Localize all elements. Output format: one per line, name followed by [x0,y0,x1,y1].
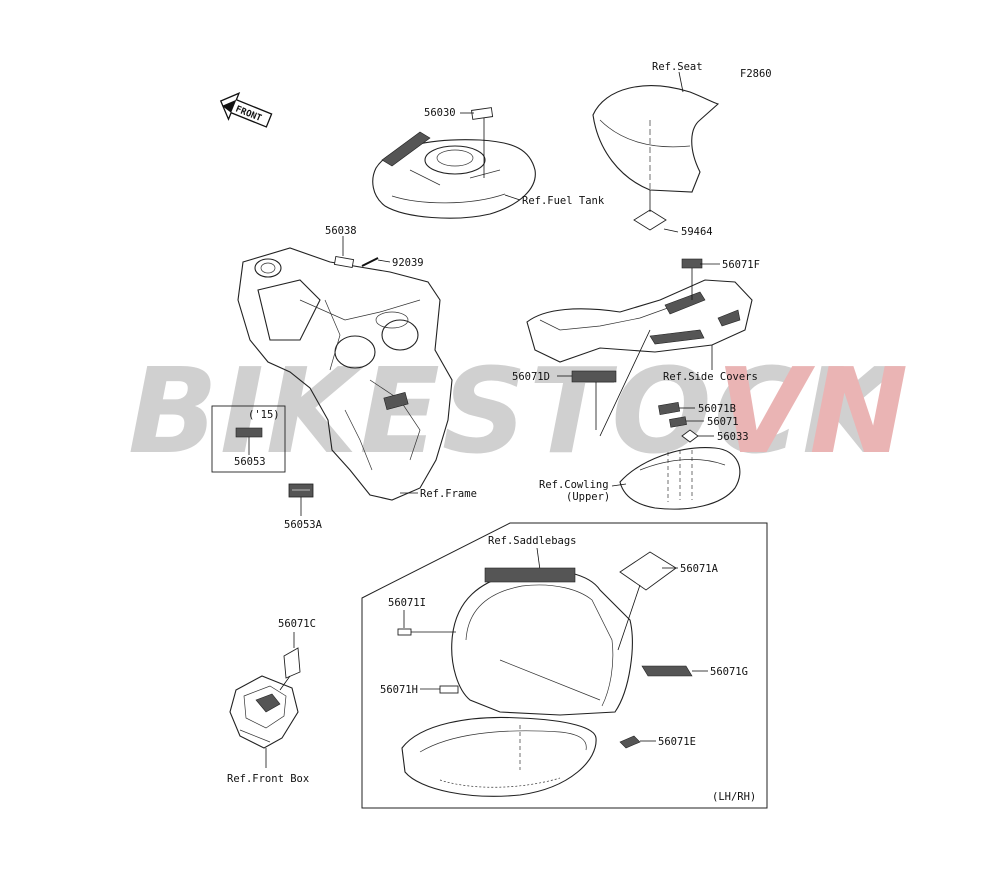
box-56053-1915: ('15) 56053 [211,405,286,473]
decal-56053A: 56053A [284,483,323,531]
frame: 56038 92039 Ref.Frame [237,225,477,501]
label-56071C: 56071C [278,618,316,630]
watermark-text-left: BIKESTOCK [128,342,901,480]
decal-56071D: 56071D [512,370,617,430]
saddlebags-box: Ref.Saddlebags (LH/RH) 56071A 56071I 560… [361,522,768,809]
label-ref-fuel-tank: Ref.Fuel Tank [522,195,605,207]
label-56071I: 56071I [388,597,426,609]
label-92039: 92039 [392,257,424,269]
label-56071B: 56071B [698,403,736,415]
label-56071H: 56071H [380,684,418,696]
cowling-upper: 56071B 56071 56033 Ref.Cowling (Upper) [539,401,749,510]
label-ref-saddlebags: Ref.Saddlebags [488,535,577,547]
label-59464: 59464 [681,226,713,238]
fuel-tank: 56030 Ref.Fuel Tank [372,107,605,219]
label-56071G: 56071G [710,666,748,678]
label-56071E: 56071E [658,736,696,748]
label-56033: 56033 [717,431,749,443]
label-ref-cowling-line1: Ref.Cowling [539,479,609,491]
year-note: ('15) [248,409,280,421]
label-56071: 56071 [707,416,739,428]
side-covers: 56071F Ref.Side Covers [526,258,760,437]
label-ref-cowling-line2: (Upper) [566,491,610,503]
label-ref-side-covers: Ref.Side Covers [663,371,758,383]
watermark: BIKESTOCK VN [128,342,910,480]
watermark-text-right: VN [716,342,910,480]
label-56038: 56038 [325,225,357,237]
label-56071D: 56071D [512,371,550,383]
label-ref-frame: Ref.Frame [420,488,477,500]
label-56030: 56030 [424,107,456,119]
label-56053A: 56053A [284,519,323,531]
seat: Ref.Seat 59464 [592,61,720,238]
front-box: 56071C Ref.Front Box [227,618,316,785]
label-ref-seat: Ref.Seat [652,61,703,73]
label-56071F: 56071F [722,259,760,271]
side-note: (LH/RH) [712,791,756,803]
label-56053: 56053 [234,456,266,468]
front-arrow-icon: FRONT [219,92,273,128]
figure-code: F2860 [740,68,772,80]
label-56071A: 56071A [680,563,719,575]
label-ref-front-box: Ref.Front Box [227,773,309,785]
